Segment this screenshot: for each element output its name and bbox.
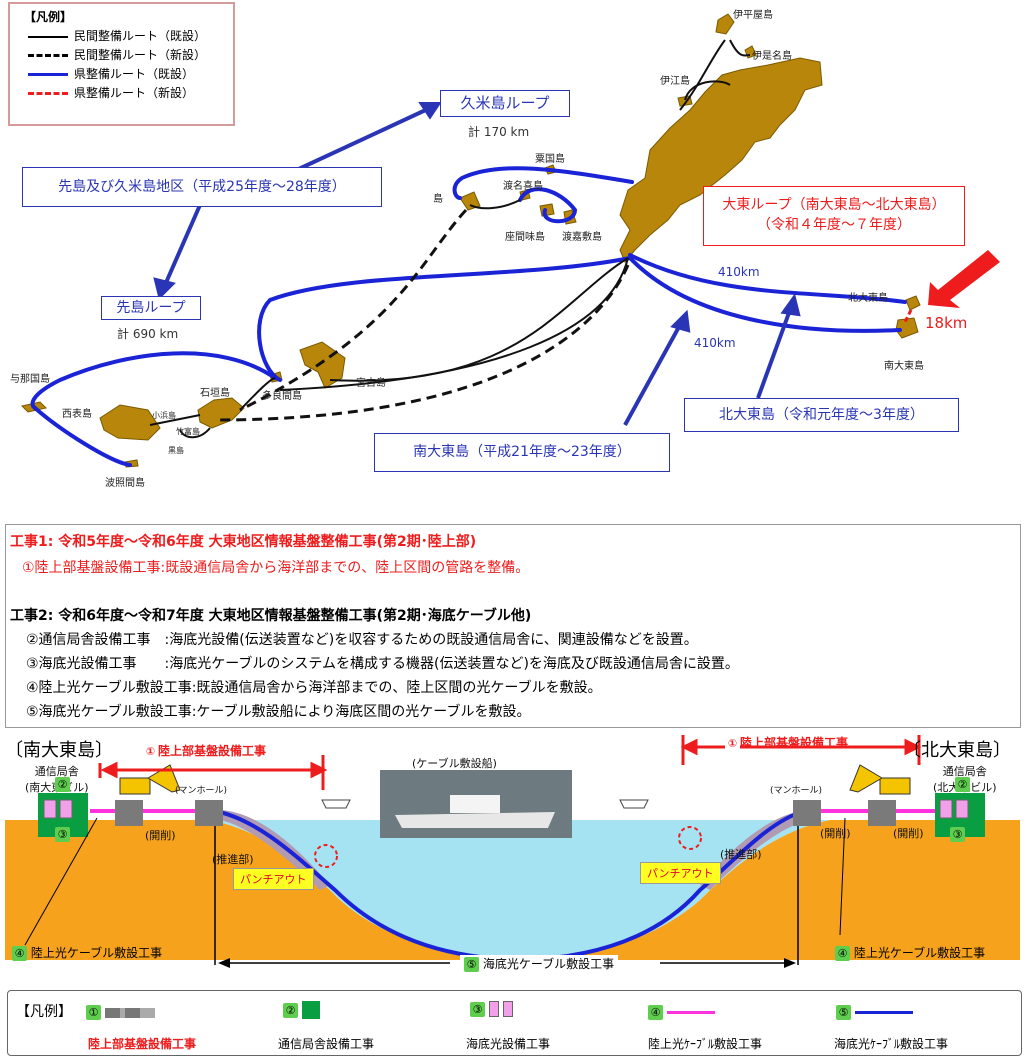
work2-item-4: ④陸上光ケーブル敷設工事:既設通信局舎から海洋部までの、陸上区間の光ケーブルを敷… [26,680,602,696]
kitadaito-box: 北大東島（令和元年度～3年度） [684,398,959,432]
device-icon [488,1001,499,1017]
place-kume: 島 [433,194,443,205]
work2-title: 工事2: 令和6年度～令和7年度 大東地区情報基盤整備工事(第2期･海底ケーブル… [10,608,532,624]
place-zamami: 座間味島 [505,232,545,243]
place-aguni: 粟国島 [535,154,565,165]
sakishima-kume-box: 先島及び久米島地区（平成25年度～28年度） [22,167,382,207]
station-building-icon [301,1001,320,1019]
legend-label-1: 陸上部基盤設備工事 [88,1037,197,1051]
place-hateruma: 波照間島 [105,478,145,489]
work2-item-3: ③海底光設備工事 :海底光ケーブルのシステムを構成する機器(伝送装置など)を海底… [26,656,739,672]
iheya-island [715,13,735,35]
place-miyako: 宮古島 [356,378,386,389]
solid-line-icon [28,35,68,38]
daito-loop-box: 大東ループ（南大東島～北大東島） （令和４年度～７年度） [703,186,965,246]
cross-section-diagram [5,735,1020,968]
place-kitadaito: 北大東島 [848,293,888,304]
kume-loop-dist: 計 170 km [468,125,530,139]
work1-title: 工事1: 令和5年度～令和6年度 大東地区情報基盤整備工事(第2期･陸上部) [10,534,477,550]
place-tonaki: 渡名喜島 [503,181,543,192]
legend-item-private-existing: 民間整備ルート（既設） [28,28,206,44]
legend-item-county-new: 県整備ルート（新設） [28,85,194,101]
distance-label-b: 410km [694,336,736,350]
map-legend: 【凡例】 民間整備ルート（既設） 民間整備ルート（新設） 県整備ルート（既設） … [8,2,235,126]
legend-item-1: ① [86,1005,155,1020]
distance-label-new: 18km [925,314,968,332]
kaisaku-left-label: (開削) [145,829,176,842]
red-dashed-line-icon [28,92,68,95]
manhole-icon [104,1007,155,1018]
place-tokashiki: 渡嘉敷島 [562,232,602,243]
magenta-line-icon [666,1011,715,1014]
land-cable-left-label: ④ 陸上光ケーブル敷設工事 [12,944,162,961]
place-kuroshima: 黒島 [168,446,184,455]
place-kohama: 小浜島 [152,411,176,420]
work1-item: ①陸上部基盤設備工事:既設通信局舎から海洋部までの、陸上区間の管路を整備。 [22,560,530,576]
kaisaku-right-1-label: (開削) [820,827,851,840]
blue-line-icon [28,73,68,76]
sea-cable-label: ⑤ 海底光ケーブル敷設工事 [460,955,619,972]
punchout-right-label: パンチアウト [640,862,721,884]
legend-label-2: 通信局舎設備工事 [278,1037,375,1051]
manhole-right-label: (マンホール) [770,786,823,796]
place-iheya: 伊平屋島 [733,10,773,21]
device-icon-2 [502,1001,513,1017]
blue-line-icon [854,1011,913,1014]
sakishima-loop-dist: 計 690 km [117,327,179,341]
legend-item-2: ② [283,1001,320,1019]
kume-loop-box: 久米島ループ [440,90,570,117]
place-minamidaito: 南大東島 [884,361,924,372]
place-taketomi: 竹富島 [176,427,200,436]
place-ishigaki: 石垣島 [200,388,230,399]
place-izena: 伊是名島 [752,51,792,62]
place-yonaguni: 与那国島 [10,374,50,385]
work2-item-2: ②通信局舎設備工事 :海底光設備(伝送装置など)を収容するための既設通信局舎に、… [26,632,698,648]
legend-title: 【凡例】 [24,10,73,24]
place-iriomote: 西表島 [62,409,92,420]
bottom-legend: 【凡例】 ① 陸上部基盤設備工事 ② 通信局舎設備工事 ③ 海底光設備工事 ④ … [7,990,1022,1056]
legend-item-5: ⑤ [836,1005,913,1020]
okinawa-main-island [619,57,823,263]
sakishima-loop-box: 先島ループ [101,296,201,320]
right-station-num-2: ② [955,773,970,792]
manhole-left-label: (マンホール) [175,786,228,796]
kitadaito-island [905,295,921,311]
section-right-title: 〔北大東島〕 [903,740,1011,761]
suishin-left-label: (推進部) [212,853,254,866]
ship-label: (ケーブル敷設船) [412,757,497,770]
legend-item-county-existing: 県整備ルート（既設） [28,66,194,82]
red-arrow [928,250,1000,308]
legend-item-4: ④ [648,1005,715,1020]
legend-item-private-new: 民間整備ルート（新設） [28,47,206,63]
works-box: 工事1: 令和5年度～令和6年度 大東地区情報基盤整備工事(第2期･陸上部) ①… [5,524,1021,728]
distance-label-a: 410km [718,265,760,279]
left-station-num-3: ③ [55,823,70,842]
punchout-left-label: パンチアウト [233,868,314,890]
ishigaki-island [197,397,245,429]
route-map [21,13,1000,468]
legend-item-3: ③ [470,1001,513,1017]
work2-item-5: ⑤海底光ケーブル敷設工事:ケーブル敷設船により海底区間の光ケーブルを敷設。 [26,704,531,720]
iriomote-island [99,404,161,441]
section-left-title: 〔南大東島〕 [5,740,113,761]
legend-label-4: 陸上光ｹｰﾌﾞﾙ敷設工事 [648,1037,763,1051]
kaisaku-right-2-label: (開削) [893,827,924,840]
right-station-num-3: ③ [950,823,965,842]
place-tarama: 多良間島 [262,391,302,402]
dashed-line-icon [28,54,68,57]
bottom-legend-title: 【凡例】 [16,1004,72,1020]
kume-island [459,191,481,211]
suishin-right-label: (推進部) [720,848,762,861]
place-ie: 伊江島 [660,76,690,87]
legend-label-3: 海底光設備工事 [466,1037,551,1051]
left-station-num-2: ② [55,773,70,792]
minamidaito-box: 南大東島（平成21年度～23年度） [374,433,670,472]
land-cable-right-label: ④ 陸上光ケーブル敷設工事 [835,944,985,961]
legend-label-5: 海底光ｹｰﾌﾞﾙ敷設工事 [834,1037,949,1051]
